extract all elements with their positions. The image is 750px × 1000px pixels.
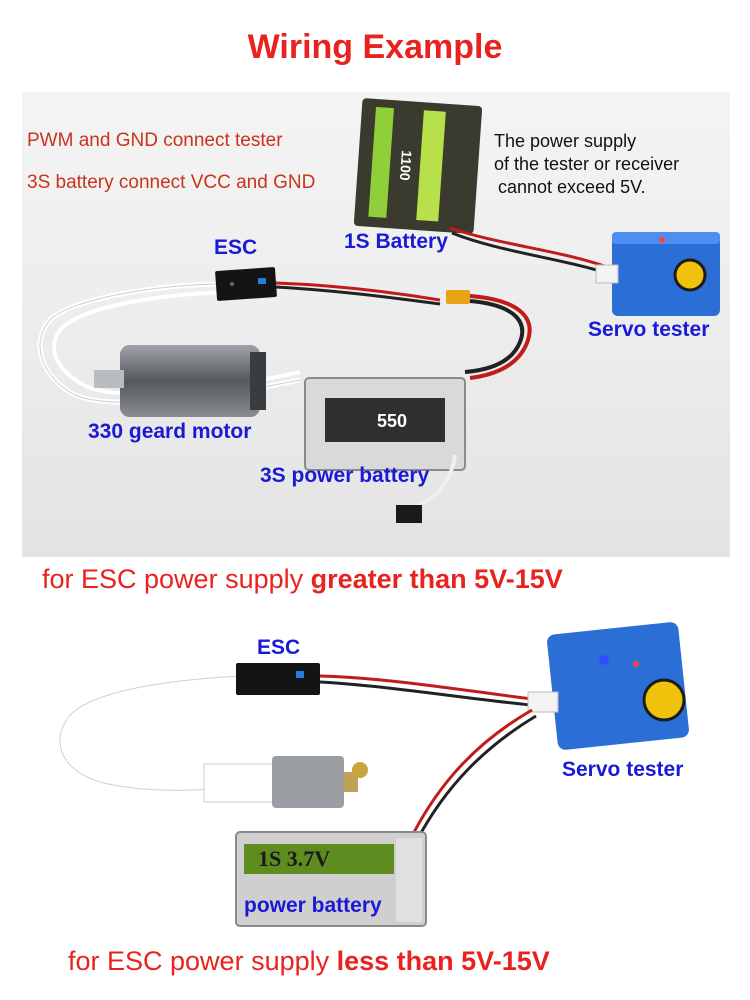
xt60-connector — [446, 290, 470, 304]
label-3s-battery: 3S power battery — [260, 464, 430, 487]
battery-bottom: 1S 3.7V — [235, 831, 427, 927]
power-note-line1: The power supply — [494, 131, 637, 151]
battery-1s-print: 1100 — [397, 150, 415, 182]
banner-bottom-emphasis: less than 5V-15V — [336, 946, 550, 976]
page-title: Wiring Example — [247, 28, 503, 66]
small-motor — [203, 756, 368, 808]
label-servo-tester-top: Servo tester — [588, 318, 710, 341]
label-1s-battery: 1S Battery — [344, 230, 448, 253]
label-esc-bottom: ESC — [257, 636, 301, 659]
esc-board-bottom — [236, 663, 320, 695]
battery-bottom-print: 1S 3.7V — [258, 846, 330, 871]
label-power-battery: power battery — [244, 894, 382, 917]
banner-bottom-prefix: for ESC power supply — [68, 946, 337, 976]
banner-top-prefix: for ESC power supply — [42, 564, 311, 594]
battery-3s: 550 — [304, 377, 466, 471]
label-esc-top: ESC — [214, 236, 258, 259]
servo-tester-bottom — [527, 622, 689, 750]
banner-less-than: for ESC power supply less than 5V-15V — [68, 946, 550, 977]
servo-tester-top — [595, 232, 720, 316]
label-geared-motor: 330 geard motor — [88, 420, 252, 443]
esc-board-top — [215, 267, 277, 301]
banner-top-emphasis: greater than 5V-15V — [310, 564, 563, 594]
power-note-line2: of the tester or receiver — [494, 154, 680, 174]
note-pwm-gnd: PWM and GND connect tester — [27, 130, 283, 151]
label-servo-tester-bottom: Servo tester — [562, 758, 684, 781]
power-note-line3: cannot exceed 5V. — [498, 177, 646, 197]
balance-connector — [396, 505, 422, 523]
geared-motor-330 — [94, 345, 266, 417]
battery-1s: 1100 — [353, 98, 483, 234]
banner-greater-than: for ESC power supply greater than 5V-15V — [42, 564, 563, 595]
battery-3s-print: 550 — [377, 411, 407, 431]
note-3s-vcc-gnd: 3S battery connect VCC and GND — [27, 172, 316, 193]
